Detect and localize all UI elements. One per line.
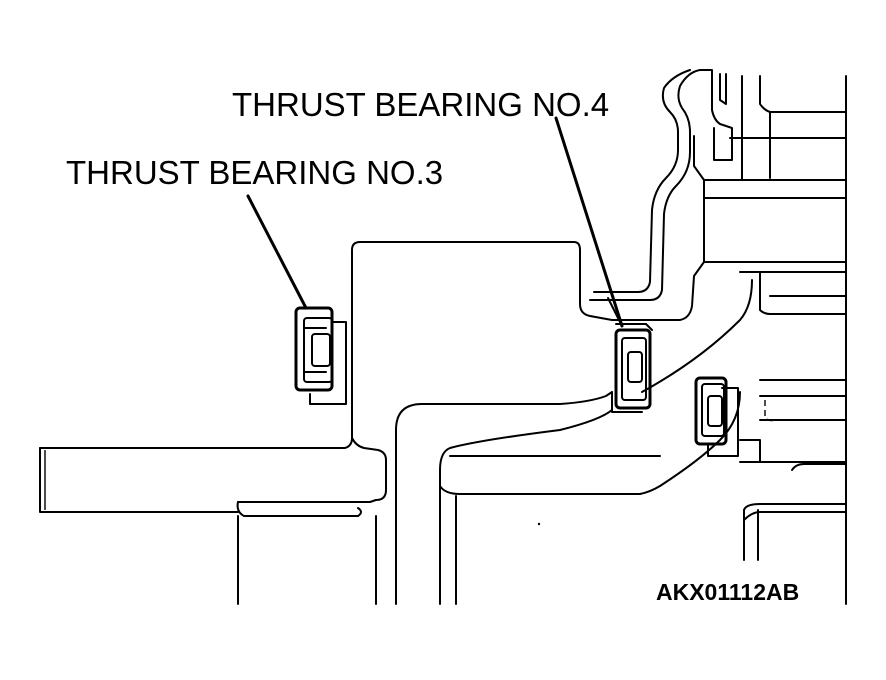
reference-dot — [537, 522, 541, 526]
figure-code: AKX01112AB — [656, 579, 799, 605]
label-thrust-bearing-no3: THRUST BEARING NO.3 — [66, 154, 443, 191]
clutch-drum — [589, 69, 847, 605]
label-thrust-bearing-no4: THRUST BEARING NO.4 — [232, 86, 609, 123]
thrust-bearing-no4 — [611, 323, 653, 413]
input-shaft — [39, 331, 353, 513]
clutch-hub — [236, 241, 613, 605]
leader-line-no4-tail — [607, 297, 623, 327]
thrust-bearing-no3 — [294, 306, 347, 405]
gear-section — [439, 409, 847, 605]
needle-bearing-right — [694, 376, 739, 457]
leader-line-no4 — [554, 116, 624, 328]
leader-line-no3 — [246, 194, 308, 310]
